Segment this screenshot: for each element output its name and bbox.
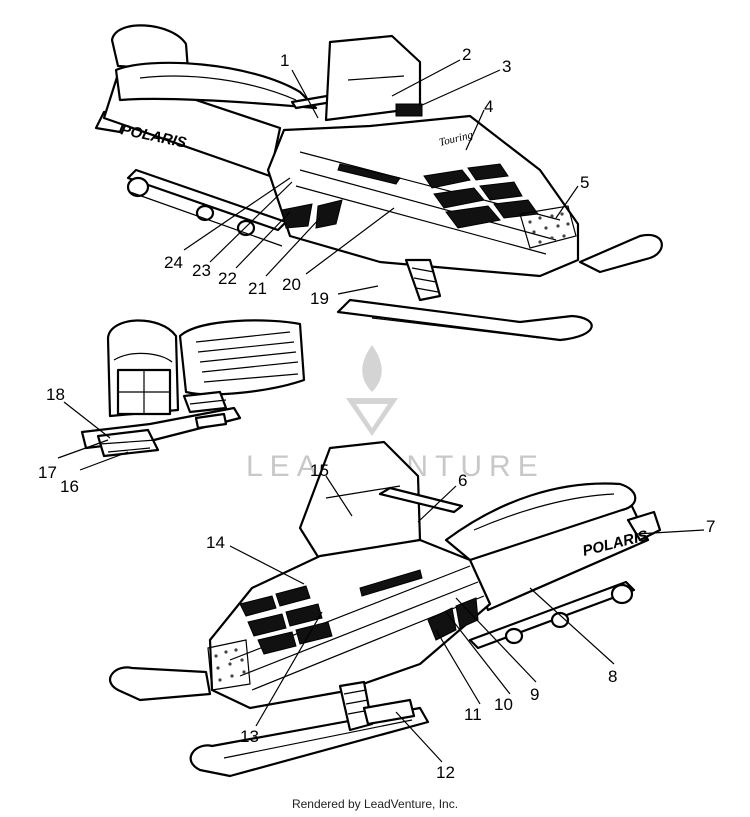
callout-18: 18: [46, 385, 65, 404]
callout-11: 11: [464, 705, 482, 724]
callout-1: 1: [280, 51, 289, 70]
snowmobile-bottom-view: POLARIS: [109, 440, 662, 778]
snowmobile-top-view: POLARIS Touring: [94, 24, 663, 342]
callout-22: 22: [218, 269, 237, 288]
callout-labels: 1 2 3 4 5 6 7 8 9 10 11 12 13 14 15 16 1…: [38, 45, 715, 782]
hood-vents-bottom: [239, 585, 333, 655]
callout-5: 5: [580, 173, 589, 192]
nose-decal-top: [519, 205, 577, 249]
callout-6: 6: [458, 471, 467, 490]
watermark-v-icon: [346, 398, 398, 436]
callout-4: 4: [484, 97, 493, 116]
callout-3: 3: [502, 57, 511, 76]
callout-10: 10: [494, 695, 513, 714]
callout-14: 14: [206, 533, 225, 552]
watermark-flame-icon: [362, 345, 382, 392]
hood-vents-top: [423, 163, 539, 229]
leader-lines: [57, 59, 705, 763]
callout-19: 19: [310, 289, 329, 308]
nose-decal-bottom: [207, 639, 251, 691]
callout-12: 12: [436, 763, 455, 782]
callout-21: 21: [248, 279, 267, 298]
callout-7: 7: [706, 517, 715, 536]
callout-13: 13: [240, 727, 259, 746]
callout-16: 16: [60, 477, 79, 496]
seat-assembly: [80, 319, 306, 458]
callout-20: 20: [282, 275, 301, 294]
callout-2: 2: [462, 45, 471, 64]
callout-15: 15: [310, 461, 329, 480]
footer-credit: Rendered by LeadVenture, Inc.: [291, 797, 459, 811]
callout-9: 9: [530, 685, 539, 704]
callout-8: 8: [608, 667, 617, 686]
callout-17: 17: [38, 463, 57, 482]
callout-23: 23: [192, 261, 211, 280]
callout-24: 24: [164, 253, 183, 272]
